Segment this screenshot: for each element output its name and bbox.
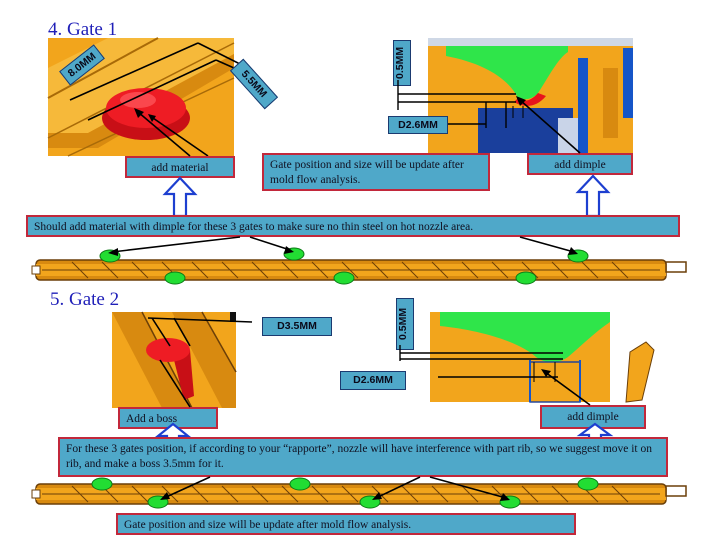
- gate2-gate-position-note: Gate position and size will be update af…: [116, 513, 576, 535]
- gate1-height-dim-lines: [397, 80, 516, 128]
- gate1-dimple-image: [428, 38, 633, 153]
- gate1-dimple-note: Should add material with dimple for thes…: [26, 215, 680, 237]
- gate2-rail-part: [31, 477, 687, 509]
- gate1-gate-position-note: Gate position and size will be update af…: [262, 153, 490, 191]
- gate2-diameter-dim-label: D2.6MM: [340, 371, 406, 390]
- gate1-add-dimple-label: add dimple: [527, 153, 633, 175]
- gate2-boss-diameter-dim-label: D3.5MM: [262, 317, 332, 336]
- gate2-rib-note: For these 3 gates position, if according…: [58, 437, 668, 477]
- gate2-add-boss-label: Add a boss: [118, 407, 218, 429]
- gate2-height-dim-lines: [399, 345, 563, 378]
- gate1-diameter-dim-label: D2.6MM: [388, 116, 448, 134]
- gate2-heading: 5. Gate 2: [50, 289, 120, 310]
- gate2-boss-image: [112, 311, 253, 409]
- gate2-dimple-image: [430, 312, 658, 403]
- gate1-heading: 4. Gate 1: [48, 19, 118, 40]
